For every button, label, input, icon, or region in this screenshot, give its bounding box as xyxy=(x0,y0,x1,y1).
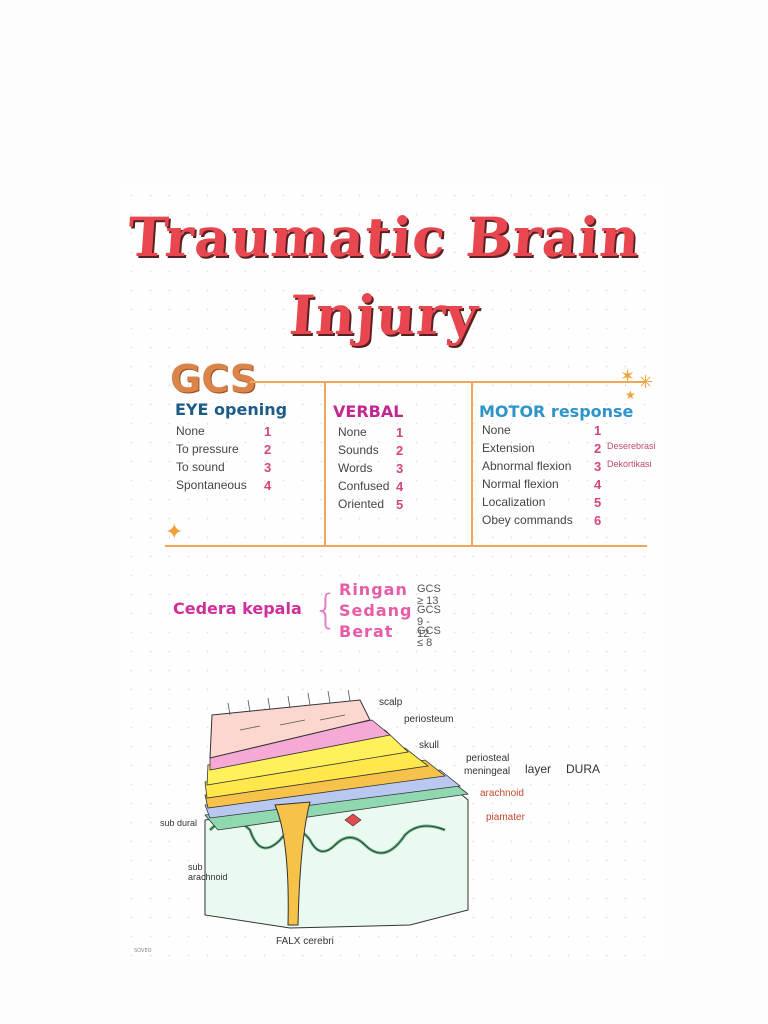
list-item: Words 3 xyxy=(338,461,418,479)
verbal-score: 4 xyxy=(396,479,404,494)
footer-mark: SOVEO xyxy=(134,948,152,954)
sparkle-icon: ★ xyxy=(625,388,636,402)
eye-score: 1 xyxy=(264,424,272,439)
list-item: Normal flexion 4 xyxy=(482,477,672,495)
eye-score: 3 xyxy=(264,460,272,475)
verbal-score: 3 xyxy=(396,461,404,476)
list-item: Oriented 5 xyxy=(338,497,418,515)
gcs-column-divider-2 xyxy=(471,381,473,547)
page-title-line-2: Injury xyxy=(287,283,481,347)
verbal-score: 2 xyxy=(396,443,404,458)
list-item: Abnormal flexion 3 Dekortikasi xyxy=(482,459,672,477)
severity-range: GCS ≥ 13 xyxy=(417,583,441,607)
list-item: Ringan GCS ≥ 13 xyxy=(339,580,441,607)
sparkle-icon: ✶ xyxy=(620,366,636,387)
list-item: None 1 xyxy=(176,424,286,442)
label-piamater: piamater xyxy=(486,812,525,823)
motor-score: 6 xyxy=(594,513,602,528)
scalp-layer xyxy=(209,699,371,759)
verbal-label: None xyxy=(338,425,367,439)
motor-label: Obey commands xyxy=(482,513,573,527)
eye-label: Spontaneous xyxy=(176,478,247,492)
gcs-top-rule xyxy=(250,381,645,383)
label-falx-cerebri: FALX cerebri xyxy=(276,936,334,947)
motor-label: None xyxy=(482,423,511,437)
eye-opening-heading: EYE opening xyxy=(175,400,288,419)
list-item: Extension 2 Deserebrasi xyxy=(482,441,672,459)
verbal-label: Sounds xyxy=(338,443,379,457)
severity-name: Sedang xyxy=(339,601,413,620)
list-item: To sound 3 xyxy=(176,460,286,478)
meninges-diagram xyxy=(204,690,469,929)
list-item: Spontaneous 4 xyxy=(176,478,286,496)
motor-label: Extension xyxy=(482,441,535,455)
motor-response-heading: MOTOR response xyxy=(479,402,634,421)
list-item: Confused 4 xyxy=(338,479,418,497)
label-subarachnoid: sub arachnoid xyxy=(188,862,228,882)
superior-sagittal-sinus xyxy=(344,813,362,827)
falx-cerebri xyxy=(274,801,311,926)
sparkle-icon: ✦ xyxy=(165,520,184,545)
brace-icon: { xyxy=(313,587,339,633)
label-periosteum: periosteum xyxy=(404,714,454,725)
motor-response-list: None 1 Extension 2 Deserebrasi Abnormal fle… xyxy=(482,423,672,531)
eye-label: None xyxy=(176,424,205,438)
verbal-label: Words xyxy=(338,461,373,475)
label-layer: layer xyxy=(525,762,552,776)
label-scalp: scalp xyxy=(379,697,403,708)
motor-label: Localization xyxy=(482,495,546,509)
list-item: None 1 xyxy=(338,425,418,443)
eye-opening-list: None 1 To pressure 2 To sound 3 Spontaneous… xyxy=(176,424,286,496)
label-periosteal: periosteal xyxy=(466,753,510,764)
label-meningeal: meningeal xyxy=(464,766,511,777)
gcs-heading: GCS xyxy=(170,357,258,401)
motor-score: 1 xyxy=(594,423,602,438)
list-item: None 1 xyxy=(482,423,672,441)
list-item: Sounds 2 xyxy=(338,443,418,461)
motor-note: Dekortikasi xyxy=(607,459,652,469)
motor-score: 4 xyxy=(594,477,602,492)
motor-score: 3 xyxy=(594,459,602,474)
label-arachnoid: arachnoid xyxy=(480,788,524,799)
verbal-label: Oriented xyxy=(338,497,385,511)
sparkle-icon: ✳ xyxy=(638,372,654,393)
severity-name: Berat xyxy=(339,622,394,641)
page-title-line-1: Traumatic Brain xyxy=(125,205,643,269)
eye-label: To pressure xyxy=(176,442,239,456)
verbal-score: 5 xyxy=(396,497,404,512)
gcs-column-divider-1 xyxy=(324,381,326,547)
verbal-score: 1 xyxy=(396,425,404,440)
list-item: Localization 5 xyxy=(482,495,672,513)
eye-score: 2 xyxy=(264,442,272,457)
severity-range: GCS ≤ 8 xyxy=(417,625,441,649)
list-item: Berat GCS ≤ 8 xyxy=(339,622,441,649)
motor-note: Deserebrasi xyxy=(607,441,656,451)
label-subdural: sub dural xyxy=(160,818,198,828)
motor-score: 5 xyxy=(594,495,602,510)
gyri-outline xyxy=(209,819,446,854)
cedera-kepala-label: Cedera kepala xyxy=(173,599,302,618)
list-item: To pressure 2 xyxy=(176,442,286,460)
motor-label: Abnormal flexion xyxy=(482,459,572,473)
verbal-heading: VERBAL xyxy=(333,402,404,421)
label-dura: DURA xyxy=(566,762,601,776)
motor-score: 2 xyxy=(594,441,602,456)
verbal-label: Confused xyxy=(338,479,390,493)
label-skull: skull xyxy=(419,740,440,751)
motor-label: Normal flexion xyxy=(482,477,559,491)
gcs-bottom-rule xyxy=(165,545,647,547)
severity-range: GCS 9 - 12 xyxy=(417,604,441,640)
verbal-list: None 1 Sounds 2 Words 3 Confused 4 Oriented 5 xyxy=(338,425,418,515)
list-item: Obey commands 6 xyxy=(482,513,672,531)
eye-label: To sound xyxy=(176,460,225,474)
eye-score: 4 xyxy=(264,478,272,493)
severity-name: Ringan xyxy=(339,580,408,599)
hair-strokes xyxy=(227,690,351,731)
